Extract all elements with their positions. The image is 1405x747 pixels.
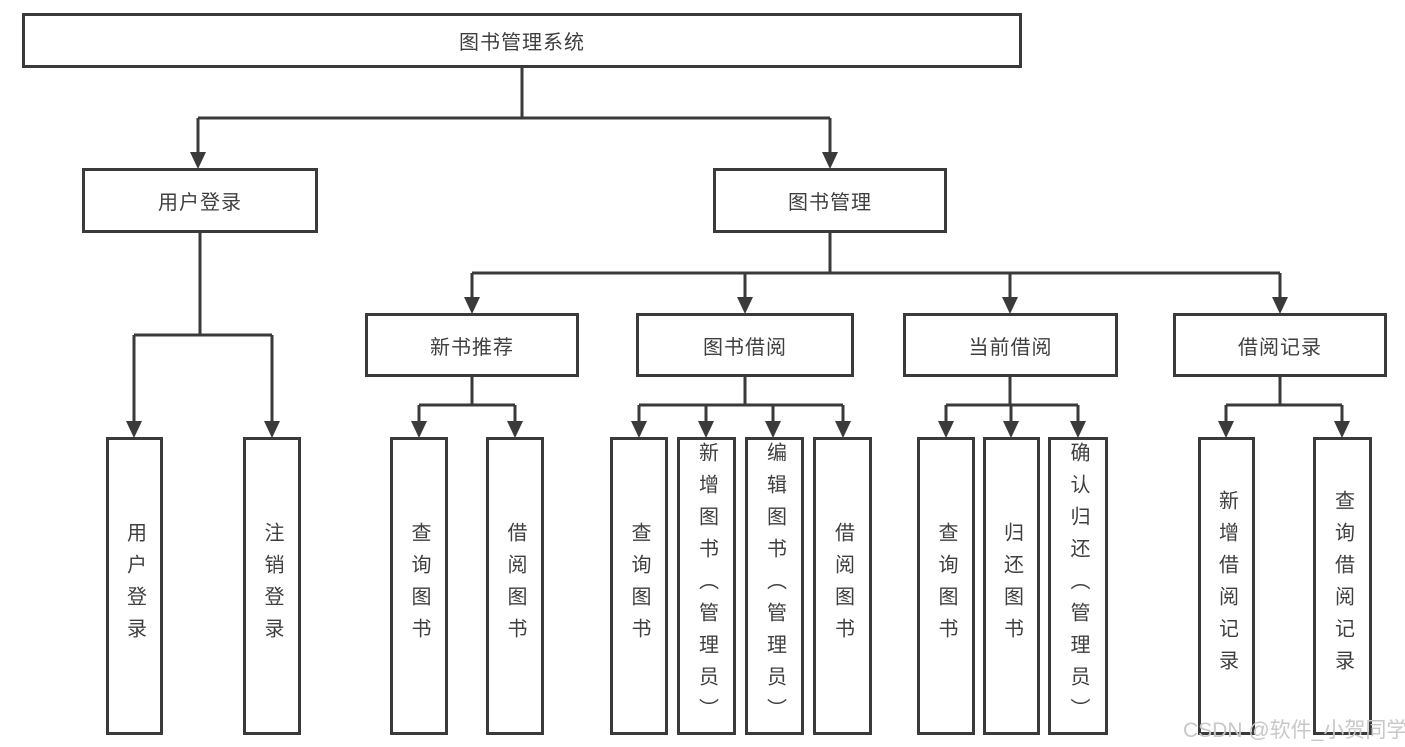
leaf-return-books: 归还图书: [983, 437, 1040, 735]
node-label: 新书推荐: [430, 336, 514, 359]
node-borrow-records: 借阅记录: [1173, 313, 1387, 377]
arrow-down-icon: [1334, 421, 1350, 438]
node-label: 借阅图书: [504, 522, 526, 650]
arrow-down-icon: [737, 297, 753, 314]
arrow-down-icon: [190, 152, 206, 169]
leaf-query-books-recommend: 查询图书: [390, 437, 448, 735]
arrow-down-icon: [507, 421, 523, 438]
node-current-borrow: 当前借阅: [903, 313, 1118, 377]
arrow-down-icon: [126, 421, 142, 438]
leaf-query-borrow-record: 查询借阅记录: [1313, 437, 1372, 735]
node-label: 新增图书（管理员）: [695, 442, 718, 730]
leaf-query-books-borrow: 查询图书: [610, 437, 668, 735]
node-label: 图书借阅: [703, 336, 787, 359]
arrow-down-icon: [264, 421, 280, 438]
node-library-management-system: 图书管理系统: [22, 13, 1022, 68]
leaf-logout: 注销登录: [243, 437, 301, 735]
node-label: 查询借阅记录: [1331, 490, 1354, 682]
node-label: 用户登录: [123, 522, 146, 650]
leaf-borrow-books-recommend: 借阅图书: [486, 437, 544, 735]
arrow-down-icon: [631, 421, 647, 438]
arrow-down-icon: [1272, 297, 1288, 314]
arrow-down-icon: [765, 421, 781, 438]
arrow-down-icon: [1070, 421, 1086, 438]
node-label: 借阅记录: [1238, 336, 1322, 359]
arrow-down-icon: [1218, 421, 1234, 438]
node-label: 图书管理系统: [459, 32, 585, 54]
leaf-query-books-current: 查询图书: [917, 437, 975, 735]
arrow-down-icon: [411, 421, 427, 438]
leaf-add-books-admin: 新增图书（管理员）: [677, 437, 736, 735]
node-book-management: 图书管理: [713, 168, 947, 233]
node-book-borrow: 图书借阅: [636, 313, 854, 377]
arrow-down-icon: [1003, 421, 1019, 438]
node-label: 查询图书: [628, 522, 650, 650]
node-label: 图书管理: [788, 192, 872, 214]
node-user-login-group: 用户登录: [82, 168, 318, 233]
csdn-watermark: CSDN @软件_小贺同学: [1183, 719, 1405, 742]
node-label: 归还图书: [1000, 522, 1023, 650]
arrow-down-icon: [1002, 297, 1018, 314]
leaf-borrow-books: 借阅图书: [813, 437, 872, 735]
arrow-down-icon: [464, 297, 480, 314]
leaf-user-login: 用户登录: [106, 437, 163, 735]
leaf-confirm-return-admin: 确认归还（管理员）: [1048, 437, 1108, 735]
node-label: 确认归还（管理员）: [1067, 442, 1089, 730]
node-label: 新增借阅记录: [1215, 490, 1238, 682]
node-label: 借阅图书: [831, 522, 854, 650]
arrow-down-icon: [822, 152, 838, 169]
node-new-book-recommend: 新书推荐: [365, 313, 579, 377]
node-label: 查询图书: [935, 522, 957, 650]
node-label: 查询图书: [408, 522, 430, 650]
arrow-down-icon: [938, 421, 954, 438]
arrow-down-icon: [835, 421, 851, 438]
node-label: 当前借阅: [968, 336, 1053, 359]
leaf-edit-books-admin: 编辑图书（管理员）: [745, 437, 804, 735]
node-label: 注销登录: [261, 522, 283, 650]
node-label: 用户登录: [158, 192, 242, 214]
arrowheads: [126, 152, 1350, 438]
leaf-add-borrow-record: 新增借阅记录: [1198, 437, 1255, 735]
node-label: 编辑图书（管理员）: [763, 442, 786, 730]
connector-paths: [132, 68, 1344, 423]
arrow-down-icon: [698, 421, 714, 438]
